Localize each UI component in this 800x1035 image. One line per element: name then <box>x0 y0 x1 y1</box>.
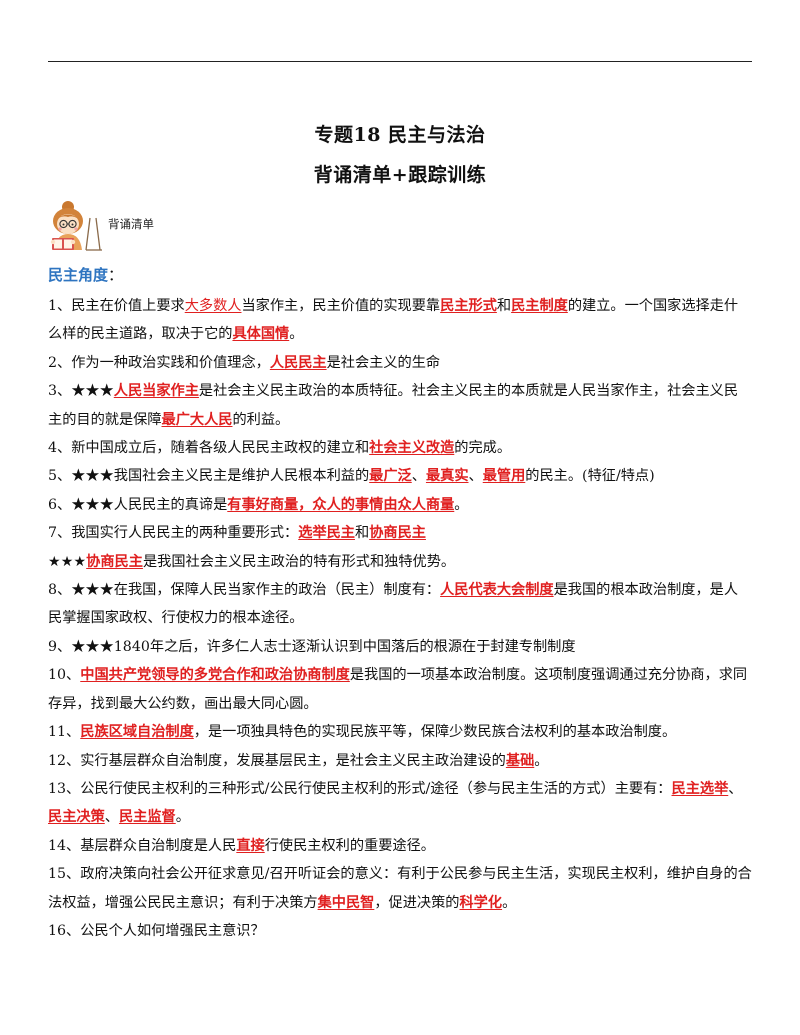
body-text: 。 <box>289 326 304 343</box>
body-text: 的民主。(特征/特点) <box>525 468 655 485</box>
body-text: 的建立。一个国家选择走什么样的民主道路，取决于它的 <box>48 298 739 343</box>
body-text: 、 <box>728 780 743 797</box>
section-heading: 民主角度： <box>48 264 123 285</box>
list-item: 14、基层群众自治制度是人民直接行使民主权利的重要途径。 <box>48 832 752 860</box>
key-term: 最广大人民 <box>161 411 233 428</box>
key-term: 民主决策 <box>48 809 105 826</box>
key-term: 基础 <box>505 752 535 769</box>
body-text: 。 <box>534 752 549 769</box>
body-text: 是我国的根本政治制度，是人民掌握国家政权、行使权力的根本途径。 <box>48 582 739 627</box>
list-item: 8、★★★在我国，保障人民当家作主的政治（民主）制度有：人民代表大会制度是我国的… <box>48 576 752 633</box>
body-text: 。 <box>175 809 190 826</box>
body-text: 14、基层群众自治制度是人民 <box>48 837 237 854</box>
list-item: 11、民族区域自治制度，是一项独具特色的实现民族平等，保障少数民族合法权利的基本… <box>48 718 752 746</box>
body-text: ★★★ <box>48 553 87 570</box>
body-text: 。 <box>502 894 517 911</box>
recitation-list: 1、民主在价值上要求大多数人当家作主，民主价值的实现要靠民主形式和民主制度的建立… <box>48 292 752 945</box>
list-item: 1、民主在价值上要求大多数人当家作主，民主价值的实现要靠民主形式和民主制度的建立… <box>48 292 752 349</box>
key-term: 大多数人 <box>184 298 242 314</box>
list-item: 10、中国共产党领导的多党合作和政治协商制度是我国的一项基本政治制度。这项制度强… <box>48 661 752 718</box>
key-term: 社会主义改造 <box>369 440 455 457</box>
body-text: ，是一项独具特色的实现民族平等，保障少数民族合法权利的基本政治制度。 <box>193 724 677 741</box>
list-item: 5、★★★我国社会主义民主是维护人民根本利益的最广泛、最真实、最管用的民主。(特… <box>48 462 752 490</box>
key-term: 具体国情 <box>232 326 290 343</box>
body-text: 7、我国实行人民民主的两种重要形式： <box>48 525 299 542</box>
list-item: 3、★★★人民当家作主是社会主义民主政治的本质特征。社会主义民主的本质就是人民当… <box>48 377 752 434</box>
key-term: 科学化 <box>459 894 503 911</box>
section-heading-text: 民主角度 <box>48 266 109 284</box>
section-heading-colon: ： <box>108 266 124 284</box>
key-term: 有事好商量，众人的事情由众人商量 <box>227 496 455 513</box>
key-term: 民主形式 <box>440 298 497 314</box>
badge-label: 背诵清单 <box>108 217 154 231</box>
body-text: 6、★★★人民民主的真谛是 <box>48 496 228 513</box>
body-text: 1、民主在价值上要求 <box>48 298 185 314</box>
body-text: 。 <box>454 496 469 513</box>
list-item: 2、作为一种政治实践和价值理念，人民民主是社会主义的生命 <box>48 349 752 377</box>
key-term: 民主监督 <box>118 809 176 826</box>
key-term: 人民当家作主 <box>113 383 199 400</box>
body-text: 和 <box>354 525 370 542</box>
key-term: 直接 <box>236 837 265 854</box>
body-text: 10、 <box>48 667 81 684</box>
body-text: 8、★★★在我国，保障人民当家作主的政治（民主）制度有： <box>48 582 441 599</box>
key-term: 集中民智 <box>317 894 375 911</box>
key-term: 中国共产党领导的多党合作和政治协商制度 <box>80 667 350 684</box>
body-text: 是我国的一项基本政治制度。这项制度强调通过充分协商，求同存异，找到最大公约数，画… <box>48 667 748 712</box>
body-text: 5、★★★我国社会主义民主是维护人民根本利益的 <box>48 468 370 485</box>
body-text: 行使民主权利的重要途径。 <box>264 837 435 854</box>
key-term: 最管用 <box>482 468 526 485</box>
page-title: 专题18 民主与法治 <box>314 124 486 146</box>
key-term: 最真实 <box>425 468 469 485</box>
list-item: 6、★★★人民民主的真谛是有事好商量，众人的事情由众人商量。 <box>48 491 752 519</box>
key-term: 人民民主 <box>269 354 327 371</box>
body-text: 13、公民行使民主权利的三种形式/公民行使民主权利的形式/途径（参与民主生活的方… <box>48 780 672 797</box>
list-item: 9、★★★1840年之后，许多仁人志士逐渐认识到中国落后的根源在于封建专制制度 <box>48 633 752 661</box>
list-item: 16、公民个人如何增强民主意识？ <box>48 917 752 945</box>
body-text: 2、作为一种政治实践和价值理念， <box>48 354 270 371</box>
body-text: 是我国社会主义民主政治的特有形式和独特优势。 <box>142 553 456 570</box>
list-item: 12、实行基层群众自治制度，发展基层民主，是社会主义民主政治建设的基础。 <box>48 747 752 775</box>
body-text: 、 <box>411 468 426 485</box>
page-subtitle: 背诵清单+跟踪训练 <box>313 164 487 186</box>
body-text: 的完成。 <box>454 440 512 457</box>
body-text: 和 <box>496 298 512 314</box>
key-term: 民主制度 <box>511 298 568 314</box>
key-term: 协商民主 <box>86 553 143 570</box>
list-item: ★★★协商民主是我国社会主义民主政治的特有形式和独特优势。 <box>48 548 752 576</box>
body-text: 3、★★★ <box>48 383 114 400</box>
body-text: 16、公民个人如何增强民主意识？ <box>48 922 265 939</box>
body-text: 是社会主义民主政治的本质特征。社会主义民主的本质就是人民当家作主，社会主义民主的… <box>48 383 739 428</box>
list-item: 7、我国实行人民民主的两种重要形式：选举民主和协商民主 <box>48 519 752 547</box>
list-item: 13、公民行使民主权利的三种形式/公民行使民主权利的形式/途径（参与民主生活的方… <box>48 775 752 832</box>
body-text: 4、新中国成立后，随着各级人民民主政权的建立和 <box>48 440 370 457</box>
key-term: 民主选举 <box>671 780 729 797</box>
body-text: 、 <box>104 809 119 826</box>
body-text: 的利益。 <box>232 411 290 428</box>
key-term: 协商民主 <box>369 525 426 542</box>
body-text: 11、 <box>48 724 81 741</box>
list-item: 15、政府决策向社会公开征求意见/召开听证会的意义：有利于公民参与民主生活，实现… <box>48 860 752 917</box>
list-item: 4、新中国成立后，随着各级人民民主政权的建立和社会主义改造的完成。 <box>48 434 752 462</box>
key-term: 人民代表大会制度 <box>440 582 554 599</box>
body-text: 9、★★★1840年之后，许多仁人志士逐渐认识到中国落后的根源在于封建专制制度 <box>48 638 576 655</box>
key-term: 最广泛 <box>369 468 412 485</box>
key-term: 选举民主 <box>298 525 355 542</box>
body-text: 是社会主义的生命 <box>326 354 441 371</box>
body-text: 当家作主，民主价值的实现要靠 <box>241 298 441 314</box>
body-text: 、 <box>468 468 483 485</box>
reading-girl-icon <box>50 201 102 251</box>
body-text: ，促进决策的 <box>374 894 460 911</box>
body-text: 15、政府决策向社会公开征求意见/召开听证会的意义：有利于公民参与民主生活，实现… <box>48 866 752 911</box>
key-term: 民族区域自治制度 <box>80 724 194 741</box>
header-rule <box>48 61 752 62</box>
body-text: 12、实行基层群众自治制度，发展基层民主，是社会主义民主政治建设的 <box>48 752 506 769</box>
